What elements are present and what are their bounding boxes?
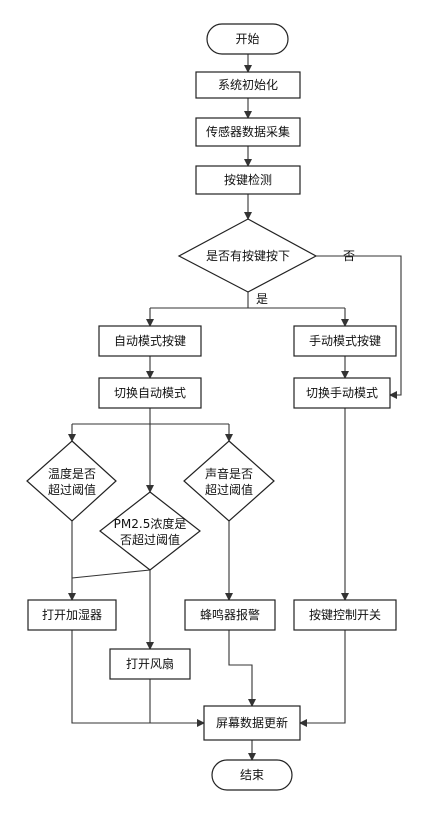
humidifier-process: 打开加湿器 <box>27 599 117 631</box>
sound-decision: 声音是否 超过阈值 <box>183 440 275 522</box>
update-label: 屏幕数据更新 <box>216 715 288 730</box>
sensor-label: 传感器数据采集 <box>206 124 290 139</box>
autokey-process: 自动模式按键 <box>98 325 202 357</box>
toauto-process: 切换自动模式 <box>98 377 202 409</box>
sound-label-line1: 声音是否 <box>205 466 253 481</box>
temp-label-line1: 温度是否 <box>48 466 96 481</box>
keydetect-label: 按键检测 <box>224 172 272 187</box>
end-label: 结束 <box>240 768 264 782</box>
temp-label-line2: 超过阈值 <box>48 482 96 497</box>
fan-label: 打开风扇 <box>126 656 174 671</box>
edge-label-no: 否 <box>343 249 355 263</box>
edge-pm-merge-left <box>71 569 151 579</box>
tomanual-label: 切换手动模式 <box>306 386 378 400</box>
buzzer-process: 蜂鸣器报警 <box>184 599 276 631</box>
edge-label-yes: 是 <box>256 292 268 306</box>
manualkey-process: 手动模式按键 <box>293 325 397 357</box>
toauto-label: 切换自动模式 <box>114 386 186 400</box>
end-terminal: 结束 <box>211 759 293 791</box>
buzzer-label: 蜂鸣器报警 <box>200 607 260 622</box>
init-label: 系统初始化 <box>218 78 278 92</box>
edge-no-to-manual <box>316 255 402 399</box>
humidifier-label: 打开加湿器 <box>42 607 102 622</box>
keydetect-process: 按键检测 <box>195 165 301 195</box>
tomanual-process: 切换手动模式 <box>293 377 391 409</box>
pm-label-line1: PM2.5浓度是 <box>114 516 187 531</box>
pm-decision: PM2.5浓度是 否超过阈值 <box>99 491 201 571</box>
edge-humidifier-update <box>71 630 205 727</box>
haskey-label: 是否有按键按下 <box>206 249 290 263</box>
edge-buzzer-update <box>228 630 256 707</box>
init-process: 系统初始化 <box>195 71 301 99</box>
manualkey-label: 手动模式按键 <box>309 334 381 348</box>
switch-process: 按键控制开关 <box>293 599 397 631</box>
start-terminal: 开始 <box>206 23 289 55</box>
connectors <box>68 54 402 761</box>
start-label: 开始 <box>235 32 259 46</box>
fan-process: 打开风扇 <box>109 648 191 680</box>
temp-decision: 温度是否 超过阈值 <box>26 440 117 522</box>
sensor-process: 传感器数据采集 <box>195 117 301 147</box>
haskey-decision: 是否有按键按下 <box>177 218 318 293</box>
edge-switch-update <box>299 630 346 727</box>
pm-label-line2: 否超过阈值 <box>120 532 180 547</box>
sound-label-line2: 超过阈值 <box>205 482 253 497</box>
switch-label: 按键控制开关 <box>309 608 381 622</box>
update-process: 屏幕数据更新 <box>203 705 301 741</box>
autokey-label: 自动模式按键 <box>114 334 186 348</box>
